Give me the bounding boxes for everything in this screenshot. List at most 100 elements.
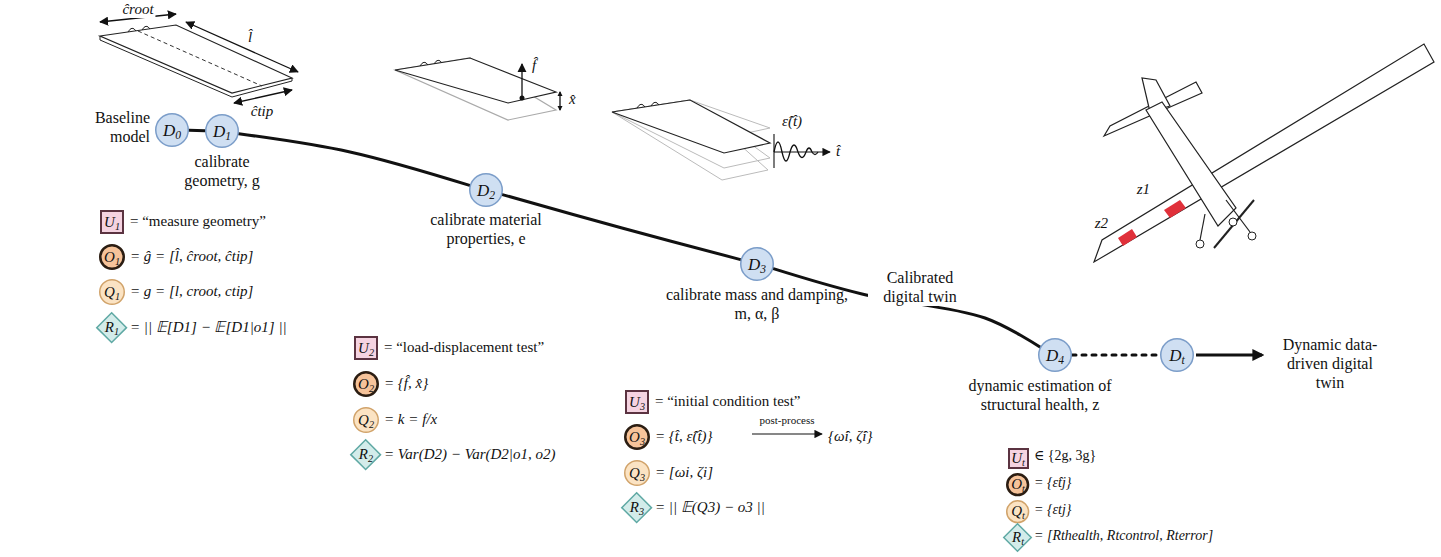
quantity-circle: Q2 (353, 407, 379, 433)
math-label: ĉroot (120, 0, 155, 18)
flow-arrow (1196, 354, 1262, 357)
diamond-shape (351, 440, 381, 470)
math-label: = || 𝔼(Q3) − o3 || (655, 498, 765, 516)
state-node: D3 (740, 247, 774, 281)
subscript: 2 (369, 382, 374, 393)
sensor-patch (1164, 200, 1186, 218)
circle-shape (1039, 339, 1072, 372)
math-label: f̂ (530, 56, 538, 74)
subscript: t (1022, 456, 1025, 467)
node-symbol: U3 (629, 395, 645, 410)
node-symbol: O3 (629, 430, 645, 445)
node-symbol: D2 (477, 182, 495, 199)
wing-spar (138, 31, 262, 86)
subscript: 1 (115, 220, 120, 231)
node-symbol: O2 (358, 377, 374, 392)
state-node: D4 (1038, 338, 1072, 372)
math-label: x̂ (567, 90, 578, 108)
subscript: 4 (1058, 353, 1064, 366)
subscript: 3 (640, 400, 645, 411)
node-symbol: R3 (630, 500, 644, 515)
subscript: 2 (489, 188, 495, 201)
text-label: Dynamic data-driven digital twin (1275, 335, 1385, 393)
quantity-circle: Q3 (624, 460, 650, 486)
dimension-arrow (186, 22, 298, 72)
subscript: 3 (760, 262, 766, 275)
flow-connector (239, 134, 470, 186)
strain-signal (774, 142, 818, 161)
node-symbol: Ot (1011, 477, 1025, 492)
math-label: = {t̂, ε̂(t̂)} (655, 427, 713, 445)
flow-connector (189, 129, 205, 132)
circle-shape (1007, 501, 1029, 523)
circle-shape (625, 461, 650, 486)
circle-shape (100, 245, 124, 269)
force-arrow (521, 64, 522, 96)
node-symbol: D1 (213, 123, 231, 140)
wing-outline (100, 25, 292, 93)
airplane-wheel (1248, 232, 1256, 240)
node-symbol: O1 (104, 250, 120, 265)
subscript: 2 (368, 453, 373, 464)
airplane-propeller (1214, 200, 1254, 248)
subscript: 1 (115, 290, 120, 301)
node-symbol: U2 (358, 341, 374, 356)
node-symbol: D4 (1046, 347, 1064, 364)
action-square: U1 (100, 210, 124, 234)
reward-diamond: Rt (1003, 523, 1032, 552)
load-point (520, 96, 525, 101)
math-label: = ĝ = [l̂, ĉroot, ĉtip] (130, 247, 253, 265)
text-label: post-process (760, 414, 815, 427)
subscript: 2 (369, 346, 374, 357)
text-label: Calibrated digital twin (868, 268, 972, 306)
subscript: 3 (640, 435, 645, 446)
math-label: = || 𝔼[D1] − 𝔼[D1|o1] || (130, 318, 287, 336)
math-label: = Var(D2) − Var(D2|o1, o2) (384, 445, 555, 463)
airplane-wheel (1196, 240, 1204, 248)
reward-diamond: R2 (350, 439, 381, 470)
diamond-shape (622, 493, 652, 523)
math-label: = {f̂, x̂} (384, 374, 428, 392)
math-label: z2 (1093, 214, 1110, 232)
node-symbol: Q1 (104, 285, 120, 300)
wing-fence (637, 102, 659, 108)
text-label: = “measure geometry” (130, 212, 266, 230)
circle-shape (1161, 339, 1194, 372)
circle-shape (206, 115, 239, 148)
square-shape (101, 211, 123, 233)
math-label: = {εtj} (1034, 502, 1071, 519)
math-label: = [ωi, ζi] (655, 463, 713, 481)
subscript: t (1022, 483, 1025, 494)
airplane-fuselage (1146, 102, 1236, 226)
node-symbol: Q3 (629, 466, 645, 481)
flow-connector (1072, 354, 1160, 357)
node-symbol: Q2 (358, 413, 374, 428)
text-label: = “initial condition test” (655, 392, 801, 410)
observation-circle: O3 (624, 424, 650, 450)
displacement-arrow (559, 92, 560, 110)
state-node: D1 (205, 114, 239, 148)
diamond-shape (97, 313, 127, 343)
node-symbol: Qt (1011, 504, 1025, 519)
quantity-circle: Q1 (99, 279, 125, 305)
circle-shape (470, 174, 503, 207)
text-label: ∈ {2g, 3g} (1034, 448, 1096, 465)
math-label: = {ε̂tj} (1034, 475, 1071, 492)
wing-mode (612, 100, 770, 168)
action-square: Ut (1008, 448, 1029, 469)
node-symbol: D3 (748, 256, 766, 273)
wing-outline (612, 100, 770, 153)
math-label: = [Rthealth, Rtcontrol, Rterror] (1034, 528, 1213, 545)
circle-shape (741, 248, 774, 281)
observation-circle: O1 (99, 244, 125, 270)
subscript: 0 (175, 128, 181, 141)
math-label: = g = [l, croot, ctip] (130, 282, 253, 300)
node-symbol: Rt (1012, 530, 1024, 545)
circle-shape (156, 114, 189, 147)
subscript: t (1021, 536, 1024, 547)
node-symbol: R2 (359, 447, 373, 462)
math-label: t̂ (834, 142, 842, 160)
text-label: calibrate geometry, g (167, 152, 277, 190)
